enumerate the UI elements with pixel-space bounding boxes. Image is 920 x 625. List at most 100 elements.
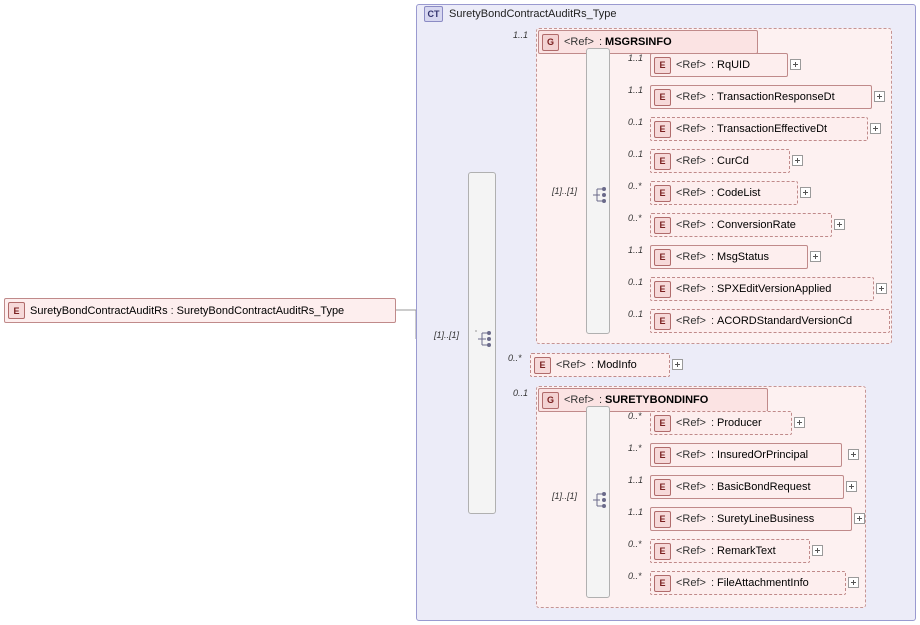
occurrence-transactioneffectivedt: 0..1 [628,117,644,127]
expand-plus-icon[interactable] [834,219,845,230]
expand-plus-icon[interactable] [790,59,801,70]
element-label-transactioneffectivedt: TransactionEffectiveDt [717,123,828,135]
occurrence-producer: 0..* [628,411,642,421]
element-separator: : [710,219,715,231]
element-tag-icon: E [654,574,671,592]
element-ref-label: <Ref> [676,417,706,429]
complextype-header: CT SuretyBondContractAuditRs_Type [424,6,617,22]
element-node-curcd[interactable]: E <Ref> : CurCd [650,149,790,173]
group-tag-icon: G [542,33,559,51]
element-separator: : [710,91,715,103]
element-tag-icon: E [654,88,671,106]
group-sequence-bar-suretybondinfo [586,406,610,598]
element-tag-icon: E [654,184,671,202]
element-ref-label: <Ref> [676,283,706,295]
element-ref-label: <Ref> [676,315,706,327]
occurrence-transactionresponsedt: 1..1 [628,85,644,95]
group-label-msgrsinfo: MSGRSINFO [605,36,672,48]
element-tag-icon: E [654,216,671,234]
element-ref-label: <Ref> [676,219,706,231]
element-label-suretylinebusiness: SuretyLineBusiness [717,513,815,525]
sequence-glyph-root [475,330,477,332]
element-ref-label: <Ref> [676,545,706,557]
element-tag-icon: E [654,152,671,170]
element-label-basicbondrequest: BasicBondRequest [717,481,811,493]
sequence-bar [468,172,496,514]
element-separator: : [710,187,715,199]
occurrence-remarktext: 0..* [628,539,642,549]
element-separator: : [710,417,715,429]
occurrence-suretylinebusiness: 1..1 [628,507,644,517]
expand-plus-icon[interactable] [792,155,803,166]
element-label-fileattachmentinfo: FileAttachmentInfo [717,577,809,589]
root-element-type: SuretyBondContractAuditRs_Type [176,304,345,317]
element-tag-icon: E [8,302,25,319]
element-tag-icon: E [654,446,671,464]
element-ref-label: <Ref> [676,481,706,493]
expand-plus-icon[interactable] [800,187,811,198]
element-node-insuredorprincipal[interactable]: E <Ref> : InsuredOrPrincipal [650,443,842,467]
element-node-fileattachmentinfo[interactable]: E <Ref> : FileAttachmentInfo [650,571,846,595]
occurrence-conversionrate: 0..* [628,213,642,223]
group-tag-icon: G [542,391,559,409]
element-label-conversionrate: ConversionRate [717,219,796,231]
element-node-transactionresponsedt[interactable]: E <Ref> : TransactionResponseDt [650,85,872,109]
expand-plus-icon[interactable] [794,417,805,428]
element-node-conversionrate[interactable]: E <Ref> : ConversionRate [650,213,832,237]
element-node-spxeditversionapplied[interactable]: E <Ref> : SPXEditVersionApplied [650,277,874,301]
expand-plus-icon[interactable] [848,449,859,460]
element-tag-icon: E [654,510,671,528]
element-node-msgstatus[interactable]: E <Ref> : MsgStatus [650,245,808,269]
group-node-suretybondinfo[interactable]: G <Ref> : SURETYBONDINFO [538,388,768,412]
element-label-curcd: CurCd [717,155,749,167]
element-label-transactionresponsedt: TransactionResponseDt [717,91,835,103]
element-node-modinfo[interactable]: E <Ref> : ModInfo [530,353,670,377]
group-occurrence-suretybondinfo: 0..1 [513,388,529,398]
element-node-transactioneffectivedt[interactable]: E <Ref> : TransactionEffectiveDt [650,117,868,141]
expand-plus-icon[interactable] [854,513,865,524]
expand-plus-icon[interactable] [870,123,881,134]
expand-plus-icon[interactable] [874,91,885,102]
complextype-title: SuretyBondContractAuditRs_Type [449,8,617,20]
element-separator: : [710,155,715,167]
element-ref-label: <Ref> [676,123,706,135]
element-node-codelist[interactable]: E <Ref> : CodeList [650,181,798,205]
occurrence-rquid: 1..1 [628,53,644,63]
element-tag-icon: E [534,356,551,374]
element-separator: : [590,359,595,371]
element-node-acordstandardversioncd[interactable]: E <Ref> : ACORDStandardVersionCd [650,309,890,333]
element-ref-label: <Ref> [676,91,706,103]
expand-plus-icon[interactable] [876,283,887,294]
expand-plus-icon[interactable] [848,577,859,588]
root-element-node[interactable]: E SuretyBondContractAuditRs : SuretyBond… [4,298,396,323]
element-ref-label: <Ref> [676,513,706,525]
element-node-rquid[interactable]: E <Ref> : RqUID [650,53,788,77]
element-ref-label: <Ref> [676,449,706,461]
element-node-remarktext[interactable]: E <Ref> : RemarkText [650,539,810,563]
element-separator: : [710,315,715,327]
element-separator: : [710,283,715,295]
element-label-insuredorprincipal: InsuredOrPrincipal [717,449,809,461]
element-tag-icon: E [654,312,671,330]
occurrence-modinfo: 0..* [508,353,522,363]
group-sequence-bar-msgrsinfo [586,48,610,334]
root-separator: : [170,304,174,317]
element-ref-label: <Ref> [676,155,706,167]
occurrence-fileattachmentinfo: 0..* [628,571,642,581]
element-node-producer[interactable]: E <Ref> : Producer [650,411,792,435]
expand-plus-icon[interactable] [812,545,823,556]
element-node-suretylinebusiness[interactable]: E <Ref> : SuretyLineBusiness [650,507,852,531]
element-tag-icon: E [654,248,671,266]
element-separator: : [710,481,715,493]
occurrence-insuredorprincipal: 1..* [628,443,642,453]
element-label-codelist: CodeList [717,187,761,199]
expand-plus-icon[interactable] [810,251,821,262]
expand-plus-icon[interactable] [846,481,857,492]
expand-plus-icon[interactable] [672,359,683,370]
element-node-basicbondrequest[interactable]: E <Ref> : BasicBondRequest [650,475,844,499]
group-occurrence-msgrsinfo: 1..1 [513,30,529,40]
occurrence-spxeditversionapplied: 0..1 [628,277,644,287]
element-ref-label: <Ref> [676,251,706,263]
group-node-msgrsinfo[interactable]: G <Ref> : MSGRSINFO [538,30,758,54]
element-separator: : [710,513,715,525]
